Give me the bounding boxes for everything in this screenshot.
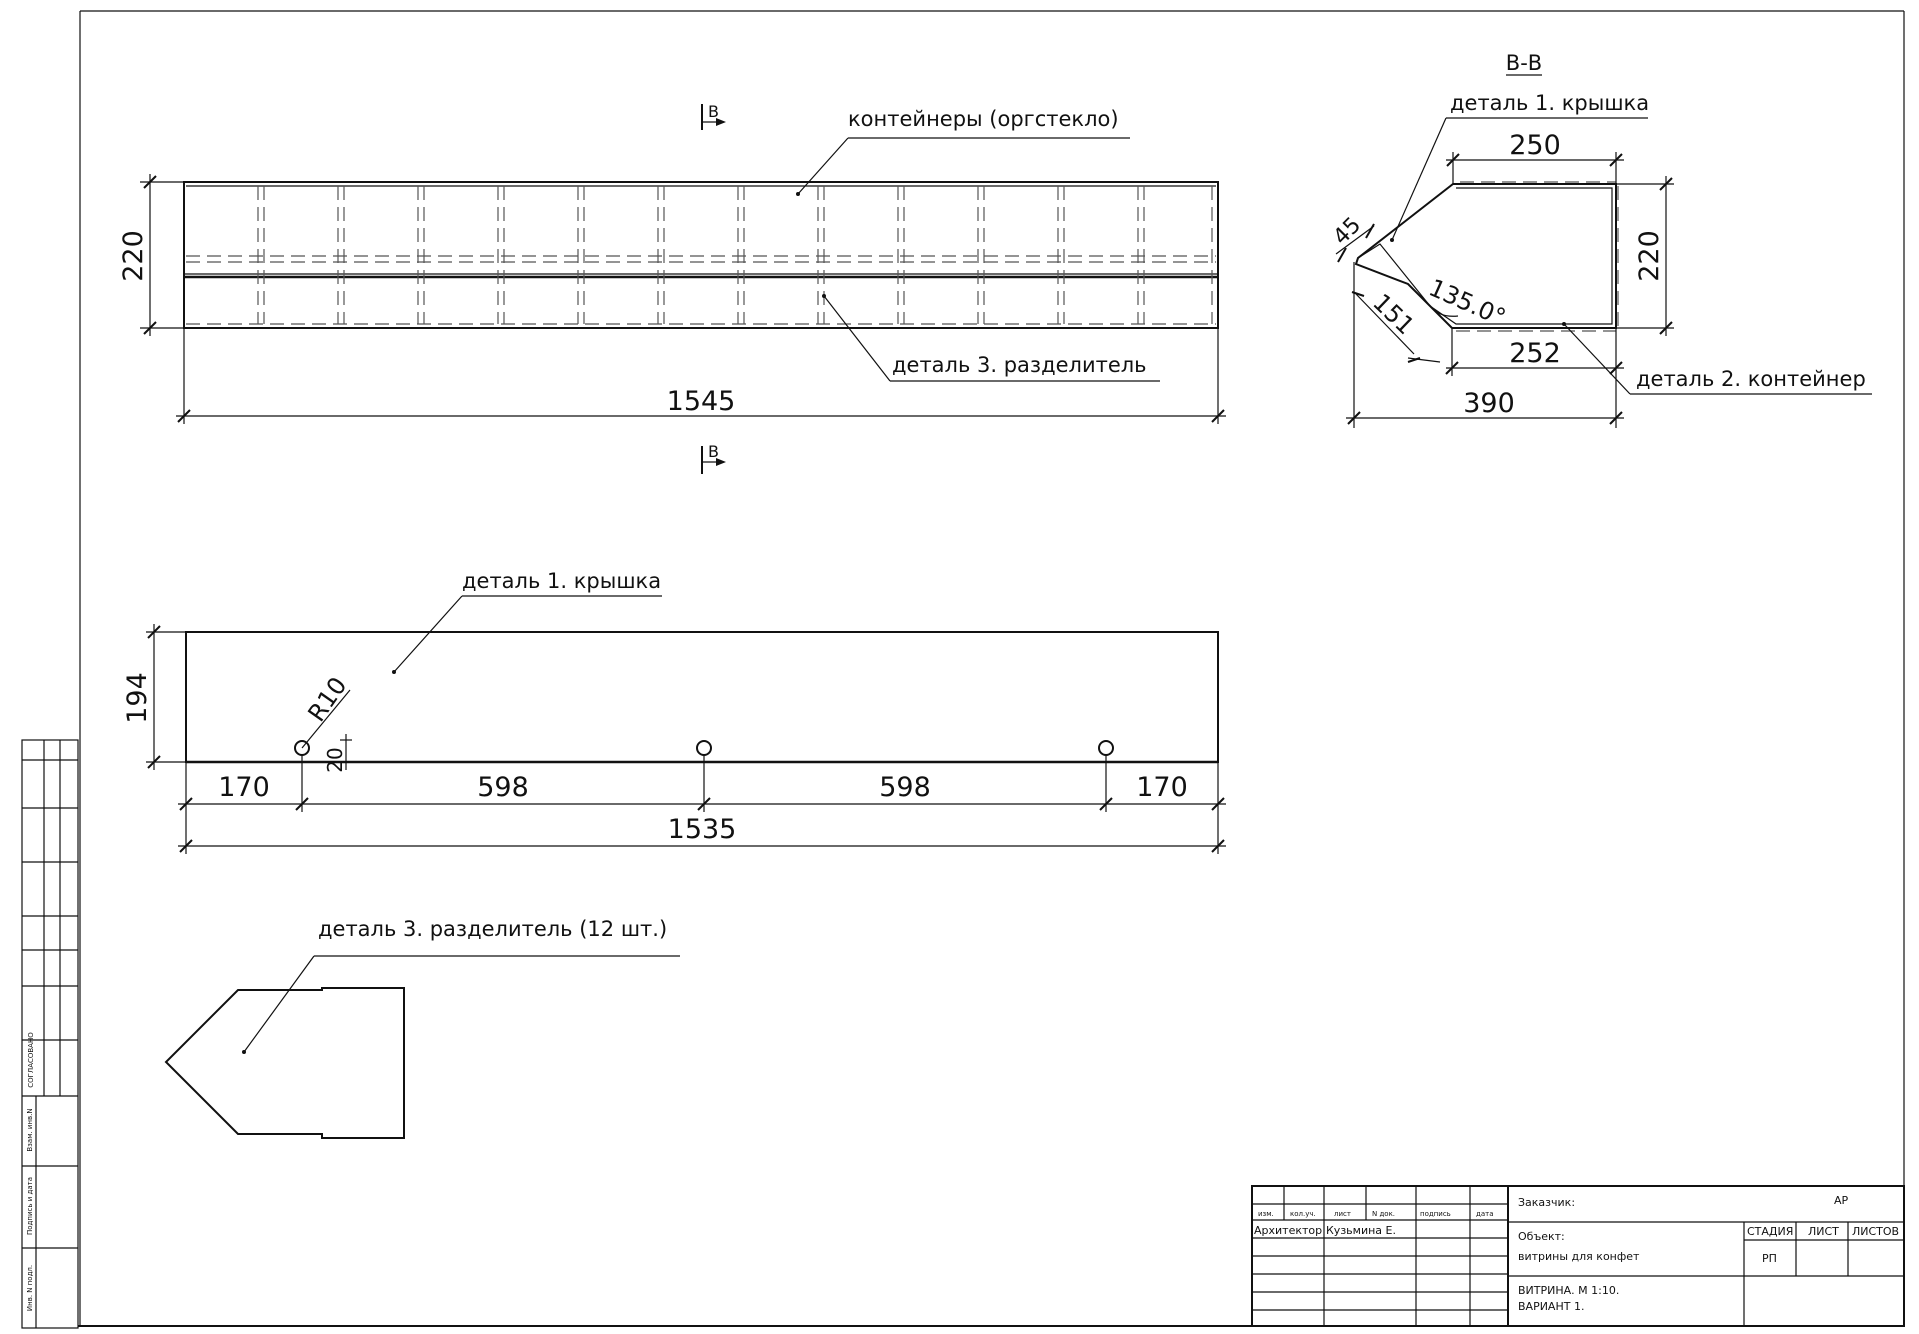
side-stamp: СОГЛАСОВАНО Взам. инв.N Подпись и дата И…: [21, 739, 79, 1329]
sheet-frame: [78, 10, 1905, 1327]
top-view: контейнеры (оргстекло) деталь 3. раздели…: [118, 102, 1226, 474]
tb-stage-head: СТАДИЯ: [1747, 1225, 1793, 1238]
section-title: В-В: [1506, 51, 1542, 75]
dim-front-height: 194: [122, 672, 153, 724]
label-lid-front: деталь 1. крышка: [462, 569, 661, 593]
col-list: лист: [1334, 1210, 1351, 1218]
col-ndok: N док.: [1372, 1210, 1395, 1218]
mounting-hole-3: [1098, 740, 1114, 756]
label-lid-section: деталь 1. крышка: [1450, 91, 1649, 115]
col-podpis: подпись: [1420, 1210, 1451, 1218]
label-container-section: деталь 2. контейнер: [1636, 367, 1866, 391]
dim-top-length: 1545: [667, 386, 736, 417]
svg-text:В: В: [708, 102, 719, 121]
dim-section-total: 390: [1463, 388, 1515, 419]
tb-object-name: витрины для конфет: [1518, 1250, 1640, 1263]
dim-section-slope: 151: [1367, 288, 1419, 340]
label-divider-detail: деталь 3. разделитель (12 шт.): [318, 917, 667, 941]
dim-section-bottom: 252: [1509, 338, 1561, 369]
mounting-hole-2: [696, 740, 712, 756]
container-grid: [257, 186, 1213, 324]
section-mark-bottom: В: [701, 442, 726, 474]
tb-object-label: Объект:: [1518, 1230, 1565, 1243]
stamp-replaced: Взам. инв.N: [26, 1108, 34, 1151]
tb-stage-value: РП: [1762, 1252, 1777, 1265]
tb-sheet-title-1: ВИТРИНА. М 1:10.: [1518, 1284, 1619, 1297]
dim-seg-right: 170: [1136, 772, 1188, 803]
front-view: деталь 1. крышка 194 R10 20 170 598 598 …: [122, 569, 1226, 854]
title-block: изм. кол.уч. лист N док. подпись дата Ар…: [1251, 1185, 1905, 1327]
label-divider-top: деталь 3. разделитель: [892, 353, 1147, 377]
dim-seg-mid1: 598: [477, 772, 529, 803]
svg-text:В: В: [708, 442, 719, 461]
dim-section-top: 250: [1509, 130, 1561, 161]
tb-sheets-head: ЛИСТОВ: [1852, 1225, 1899, 1238]
dim-section-angle: 135.0°: [1425, 273, 1510, 331]
section-mark-top: В: [701, 102, 726, 130]
stamp-original-inv: Инв. N подл.: [26, 1265, 34, 1311]
label-containers: контейнеры (оргстекло): [848, 107, 1119, 131]
dim-front-total: 1535: [668, 814, 737, 845]
stamp-agreed: СОГЛАСОВАНО: [27, 1032, 35, 1088]
col-data: дата: [1476, 1210, 1494, 1218]
dim-seg-mid2: 598: [879, 772, 931, 803]
tb-person: Кузьмина Е.: [1326, 1224, 1396, 1237]
col-izm: изм.: [1258, 1210, 1274, 1218]
section-view: В-В 250 220 252 390: [1329, 51, 1872, 428]
tb-code: АР: [1834, 1194, 1849, 1207]
dim-section-height: 220: [1634, 230, 1665, 282]
dim-radius: R10: [302, 672, 352, 727]
tb-customer-label: Заказчик:: [1518, 1196, 1575, 1209]
divider-detail: деталь 3. разделитель (12 шт.): [164, 917, 680, 1139]
stamp-signature-date: Подпись и дата: [26, 1177, 34, 1235]
dim-hole-offset: 20: [323, 747, 347, 772]
col-kol: кол.уч.: [1290, 1210, 1316, 1218]
dim-seg-left: 170: [218, 772, 270, 803]
tb-sheet-title-2: ВАРИАНТ 1.: [1518, 1300, 1584, 1313]
dim-top-height: 220: [118, 230, 149, 282]
dim-section-chamfer: 45: [1329, 213, 1366, 250]
tb-sheet-head: ЛИСТ: [1808, 1225, 1839, 1238]
tb-role: Архитектор: [1254, 1224, 1322, 1237]
